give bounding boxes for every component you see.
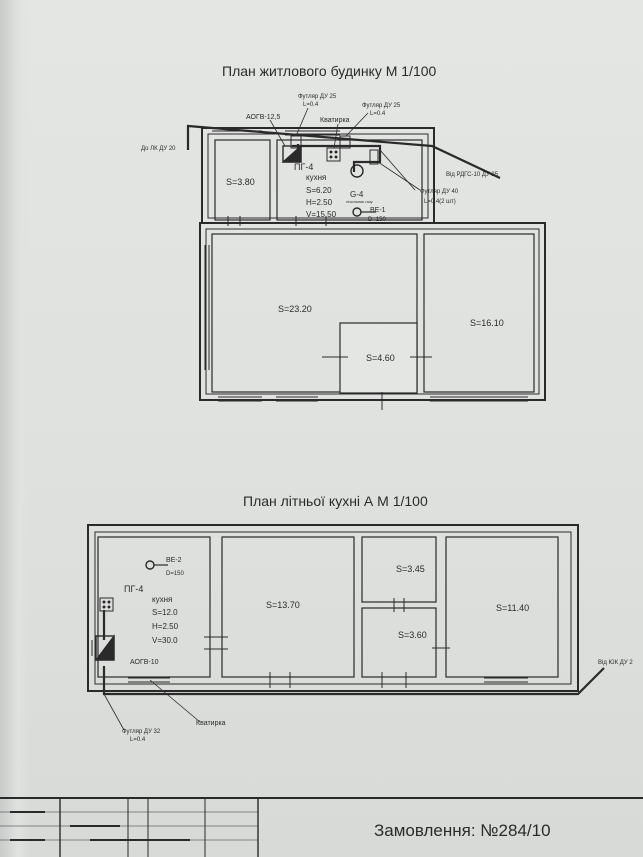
label-futlar-du40-length: L=0.4(2 шт) <box>424 199 456 205</box>
label-kitchen-volume-house: V=15.50 <box>306 210 337 219</box>
summer-plan-title: План літньої кухні А М 1/100 <box>243 493 428 509</box>
gas-meter-g4 <box>350 164 364 178</box>
label-futlar-du25-b-length: L=0.4 <box>370 111 386 117</box>
label-pg4-house: ПГ-4 <box>294 162 313 172</box>
house-door-ticks <box>227 216 432 410</box>
stove-pg4-summer <box>99 597 114 612</box>
room-area-3-80: S=3.80 <box>226 177 255 187</box>
label-vid-yuk: Від ЮК ДУ 2 <box>598 660 633 666</box>
label-kitchen-volume-summer: V=30.0 <box>152 636 178 645</box>
room-area-11-40: S=11.40 <box>496 603 529 613</box>
label-ve1: ВЕ-1 <box>370 207 386 214</box>
label-aogv-12-5: АОГВ-12,5 <box>246 114 280 121</box>
room-area-23-20: S=23.20 <box>278 304 312 314</box>
vent-ve1 <box>352 207 376 217</box>
order-number: Замовлення: №284/10 <box>374 821 551 840</box>
boiler-aogv-12-5 <box>281 144 302 163</box>
label-vid-rdgs: Від РДГС-10 ДУ 25 <box>446 172 499 178</box>
label-futlar-du25-a: Футляр ДУ 25 <box>298 94 337 100</box>
summer-outer-walls <box>87 524 579 692</box>
label-g4-sub: лічильник газу <box>346 199 373 204</box>
summer-rooms <box>97 536 559 678</box>
room-area-4-60: S=4.60 <box>366 353 395 363</box>
summer-door-ticks <box>204 598 450 688</box>
summer-leader-lines <box>103 679 201 731</box>
room-area-3-45: S=3.45 <box>396 564 425 574</box>
house-rooms <box>211 139 535 394</box>
label-ve2-diameter: D=150 <box>166 571 185 577</box>
label-g4: G-4 <box>350 190 364 199</box>
label-kvatyrka-summer: Кватирка <box>196 720 226 727</box>
room-area-3-60: S=3.60 <box>398 630 427 640</box>
room-area-16-10: S=16.10 <box>470 318 504 328</box>
page-curl-shadow <box>0 0 30 857</box>
label-kitchen-height-summer: H=2.50 <box>152 622 179 631</box>
label-kvatyrka-house: Кватирка <box>320 117 350 124</box>
label-kukhnia-house: кухня <box>306 173 326 182</box>
label-pg4-summer: ПГ-4 <box>124 584 143 594</box>
label-kitchen-area-house: S=6.20 <box>306 186 332 195</box>
room-area-13-70: S=13.70 <box>266 600 300 610</box>
label-futlar-du25-a-length: L=0.4 <box>303 102 319 108</box>
label-aogv-10: АОГВ-10 <box>130 659 159 666</box>
house-outer-walls <box>199 127 546 401</box>
label-futlar-du32: Футляр ДУ 32 <box>122 729 161 735</box>
label-kukhnia-summer: кухня <box>152 595 172 604</box>
label-kitchen-area-summer: S=12.0 <box>152 608 178 617</box>
label-futlar-du40: Футляр ДУ 40 <box>420 189 459 195</box>
summer-gas-pipes <box>102 610 605 696</box>
label-do-lk: До ЛК ДУ 20 <box>141 146 176 152</box>
label-kitchen-height-house: H=2.50 <box>306 198 333 207</box>
house-leader-lines <box>269 107 421 191</box>
boiler-aogv-10 <box>94 634 115 661</box>
label-ve1-diameter: D=150 <box>368 217 387 223</box>
stove-pg4-house <box>326 147 341 162</box>
label-futlar-du25-b: Футляр ДУ 25 <box>362 103 401 109</box>
label-ve2: ВЕ-2 <box>166 557 182 564</box>
vent-ve2 <box>145 560 168 570</box>
title-block <box>0 797 643 857</box>
label-futlar-du32-length: L=0.4 <box>130 737 146 743</box>
house-plan-title: План житлового будинку М 1/100 <box>222 63 437 79</box>
